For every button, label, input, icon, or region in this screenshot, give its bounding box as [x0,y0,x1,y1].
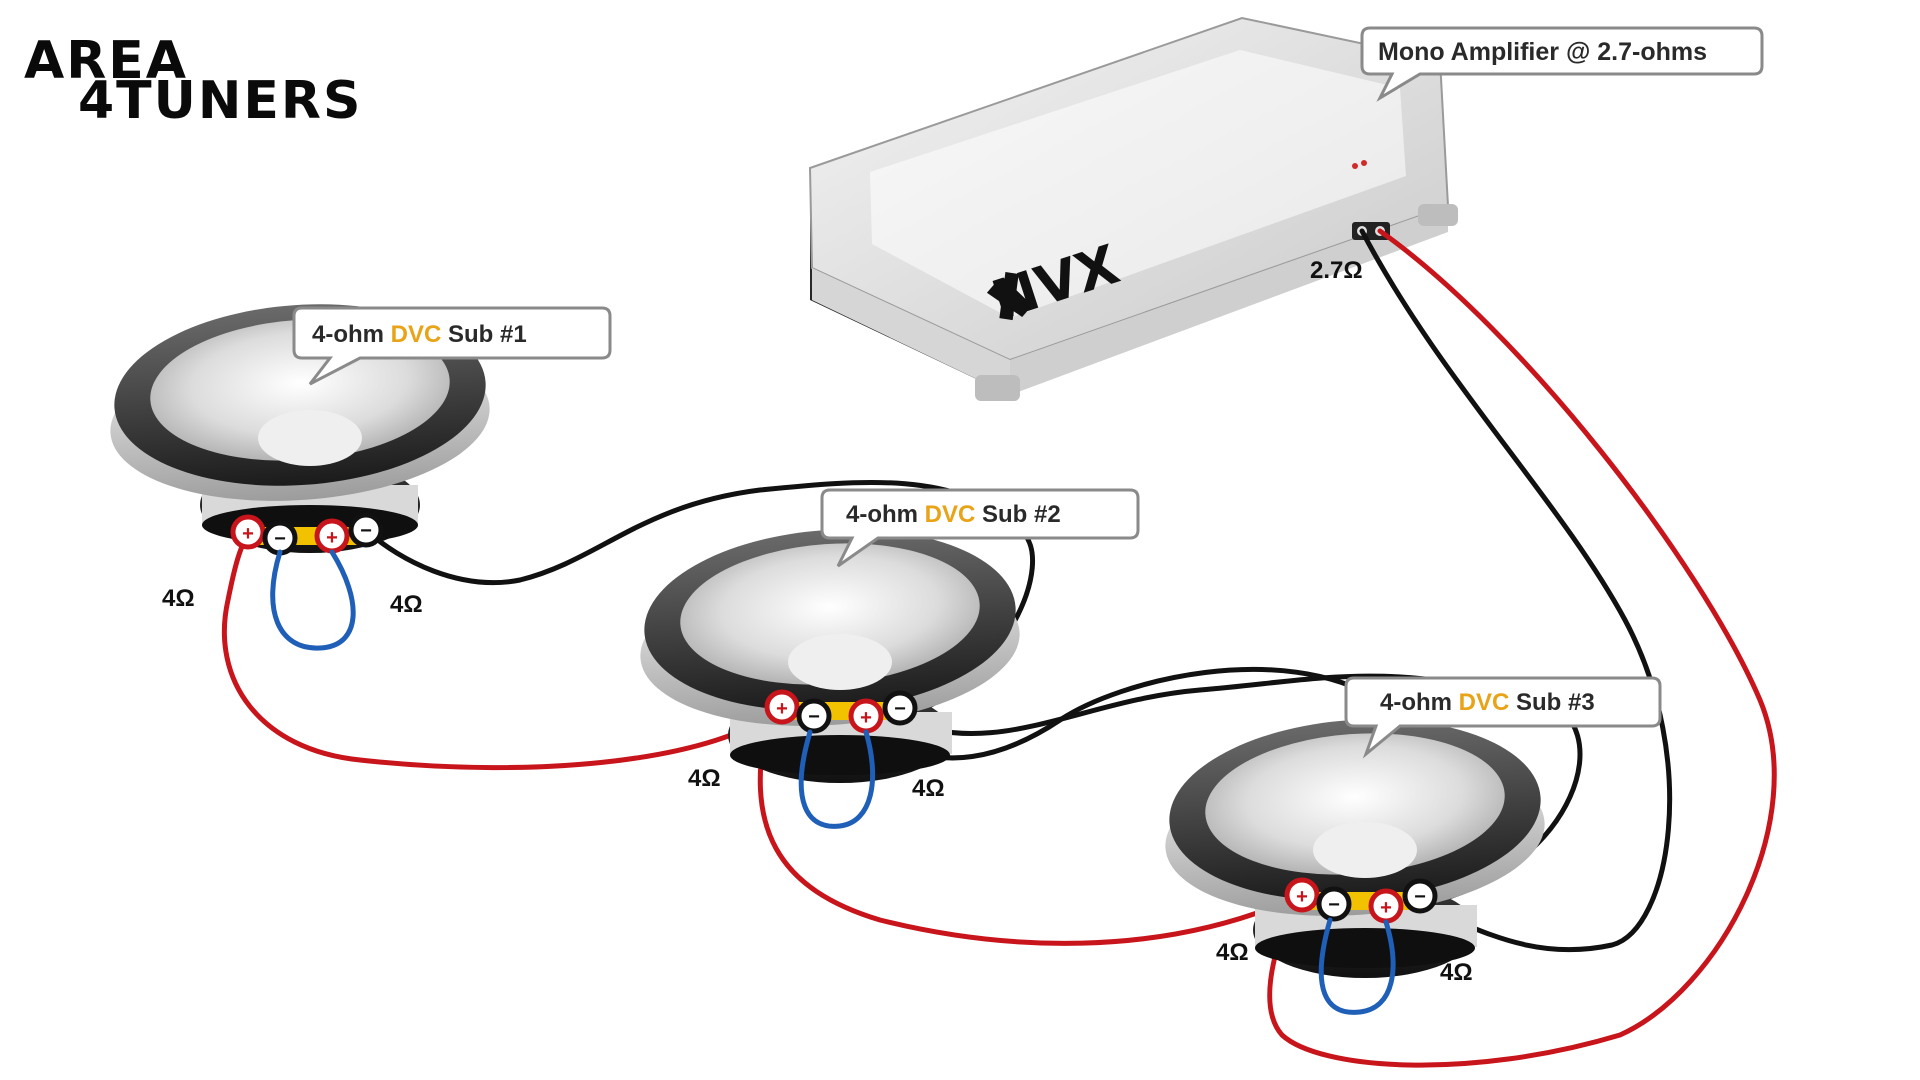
brand-logo: AREA 4TUNERS [24,31,362,131]
svg-text:+: + [1296,886,1308,908]
negative-wire-sub3-sub2 [897,673,1583,908]
svg-text:−: − [808,706,820,728]
sub3-callout-highlight: DVC [1459,689,1510,716]
negative-wire-sub2-sub1 [365,479,1036,719]
svg-text:+: + [326,527,338,549]
amplifier-callout-text: Mono Amplifier @ 2.7-ohms [1378,38,1707,66]
svg-text:−: − [1328,894,1340,916]
mono-amplifier: NVX [808,16,1458,401]
svg-text:−: − [274,528,286,550]
positive-wire-sub3-sub2 [757,707,1305,946]
sub1-callout: 4-ohm DVC Sub #1 [292,306,612,386]
amplifier-impedance-label: 2.7Ω [1310,257,1363,284]
wiring [221,228,1777,1068]
sub3-callout-prefix: 4-ohm [1380,689,1459,716]
logo-line-1: AREA [24,31,188,91]
sub2-right-coil-label: 4Ω [912,775,945,802]
sub1-right-coil-label: 4Ω [390,591,423,618]
sub1-left-coil-label: 4Ω [162,585,195,612]
svg-text:+: + [1380,897,1392,919]
positive-wire-main [1267,228,1777,1068]
sub2-callout-highlight: DVC [925,501,976,528]
svg-text:−: − [894,698,906,720]
amplifier-callout: Mono Amplifier @ 2.7-ohms [1360,26,1764,102]
sub2-callout-prefix: 4-ohm [846,501,925,528]
sub2-callout-suffix: Sub #2 [975,501,1060,528]
positive-wire-sub2-sub1 [221,529,785,771]
sub3-left-coil-label: 4Ω [1216,939,1249,966]
sub2-callout: 4-ohm DVC Sub #2 [820,488,1140,568]
negative-wire-main [1359,228,1673,953]
sub3-right-coil-label: 4Ω [1440,959,1473,986]
sub1-callout-highlight: DVC [391,321,442,348]
svg-text:4-ohm DVC Sub #3: 4-ohm DVC Sub #3 [1380,689,1595,716]
svg-text:+: + [242,523,254,545]
svg-text:−: − [360,520,372,542]
negative-wire-sub2-sub3 [895,666,1383,761]
subwoofer-2: + − + − [640,529,1020,829]
svg-text:−: − [1414,886,1426,908]
svg-text:4-ohm DVC Sub #2: 4-ohm DVC Sub #2 [846,501,1061,528]
sub1-callout-prefix: 4-ohm [312,321,391,348]
sub3-callout: 4-ohm DVC Sub #3 [1344,676,1662,759]
subwoofer-3: + − + − [1165,719,1545,1015]
sub3-callout-suffix: Sub #3 [1509,689,1594,716]
sub2-left-coil-label: 4Ω [688,765,721,792]
svg-text:4-ohm DVC Sub #1: 4-ohm DVC Sub #1 [312,321,527,348]
svg-text:+: + [860,707,872,729]
svg-text:+: + [776,698,788,720]
sub1-callout-suffix: Sub #1 [441,321,526,348]
logo-line-2: 4TUNERS [78,71,362,131]
subwoofer-1: + − + − [110,304,490,651]
